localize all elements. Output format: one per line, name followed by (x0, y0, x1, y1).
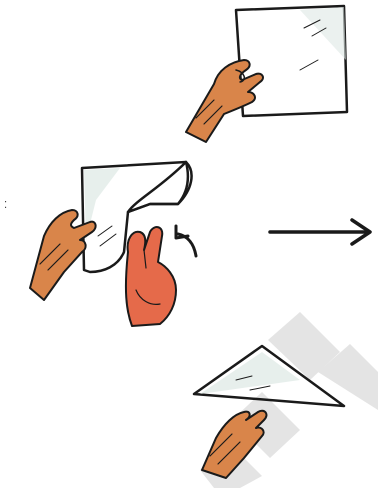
stray-mark: ⁚ (4, 200, 7, 211)
right-hand-icon (126, 227, 176, 326)
step-2-panel (30, 162, 196, 326)
left-hand-icon (30, 210, 96, 300)
right-arrow-icon (270, 220, 370, 244)
folded-flap (128, 162, 192, 212)
step-1-panel (186, 6, 347, 142)
hand-holding-paper-icon (186, 60, 263, 142)
